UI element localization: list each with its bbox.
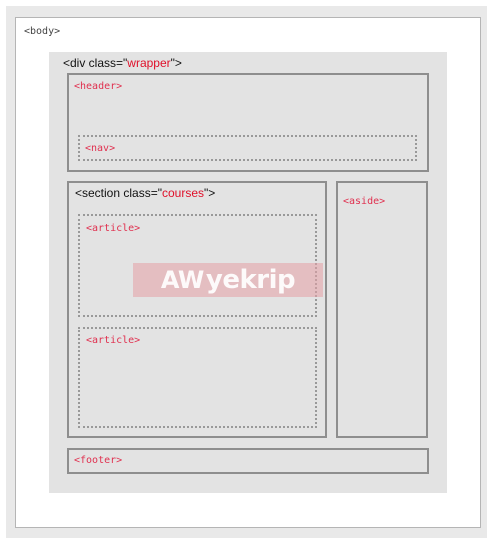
- watermark-mark: AW: [160, 266, 204, 294]
- footer-box: <footer>: [67, 448, 429, 474]
- wrapper-label-suffix: ">: [170, 56, 182, 70]
- section-label-prefix: <section class=": [75, 186, 162, 200]
- article-box: <article>: [78, 327, 317, 428]
- section-label-suffix: ">: [204, 186, 216, 200]
- wrapper-label-prefix: <div class=": [63, 56, 128, 70]
- wrapper-label: <div class="wrapper">: [63, 56, 182, 70]
- section-label: <section class="courses">: [75, 186, 215, 200]
- aside-tag-label: <aside>: [343, 196, 386, 207]
- header-tag-label: <header>: [74, 81, 123, 92]
- section-box: [67, 181, 327, 438]
- footer-tag-label: <footer>: [74, 455, 123, 466]
- article-tag-label: <article>: [86, 335, 141, 346]
- section-class-name: courses: [161, 186, 205, 200]
- aside-box: <aside>: [336, 181, 428, 438]
- body-tag-label: <body>: [24, 26, 61, 37]
- article-tag-label: <article>: [86, 223, 141, 234]
- nav-tag-label: <nav>: [85, 143, 116, 154]
- nav-box: <nav>: [78, 135, 417, 161]
- wrapper-class-name: wrapper: [127, 56, 171, 70]
- watermark-text: yekrip: [205, 265, 296, 295]
- header-box: <header>: [67, 73, 429, 172]
